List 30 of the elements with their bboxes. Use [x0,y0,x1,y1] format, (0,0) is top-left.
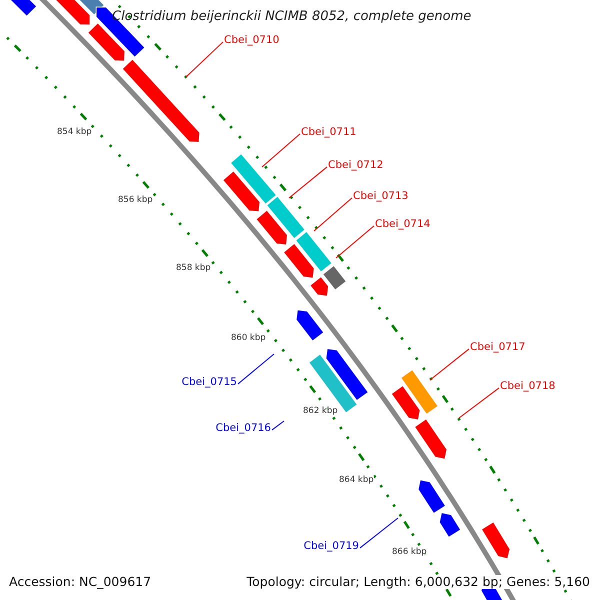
leader-line [238,354,274,384]
leader-line [272,420,284,430]
gene-label: Cbei_0712 [328,160,384,172]
gene-label: Cbei_0713 [353,191,408,203]
footer-text: Accession: NC_009617 [9,575,152,589]
leader-line [288,166,328,198]
scale-label: 866 kbp [392,548,427,558]
leader-line [262,133,300,168]
scale-label: 864 kbp [339,476,374,486]
gene-label: Cbei_0715 [182,377,237,389]
scale-label: 860 kbp [231,334,266,344]
gene-label: Cbei_0711 [301,127,356,139]
scale-label: 854 kbp [57,128,92,138]
leader-line [430,348,470,380]
leader-line [336,225,374,258]
gene-label: Cbei_0714 [375,219,430,231]
gene-label: Cbei_0719 [304,541,359,553]
gene-label: Cbei_0717 [470,342,526,354]
gene-label: Cbei_0716 [216,423,271,435]
leader-line [360,518,398,548]
scale-label: 862 kbp [303,407,338,416]
footer-text: Topology: circular; Length: 6,000,632 bp; Genes: 5,160 [246,575,590,589]
leader-line [186,41,224,78]
scale-label: 858 kbp [176,264,211,274]
gene-label: Cbei_0710 [224,35,280,47]
leader-line [314,197,352,232]
leader-line [458,387,500,418]
gene-label: Cbei_0718 [500,381,556,393]
scale-label: 856 kbp [118,196,153,206]
diagram-title: Clostridium beijerinckii NCIMB 8052, complete genome [112,10,472,24]
